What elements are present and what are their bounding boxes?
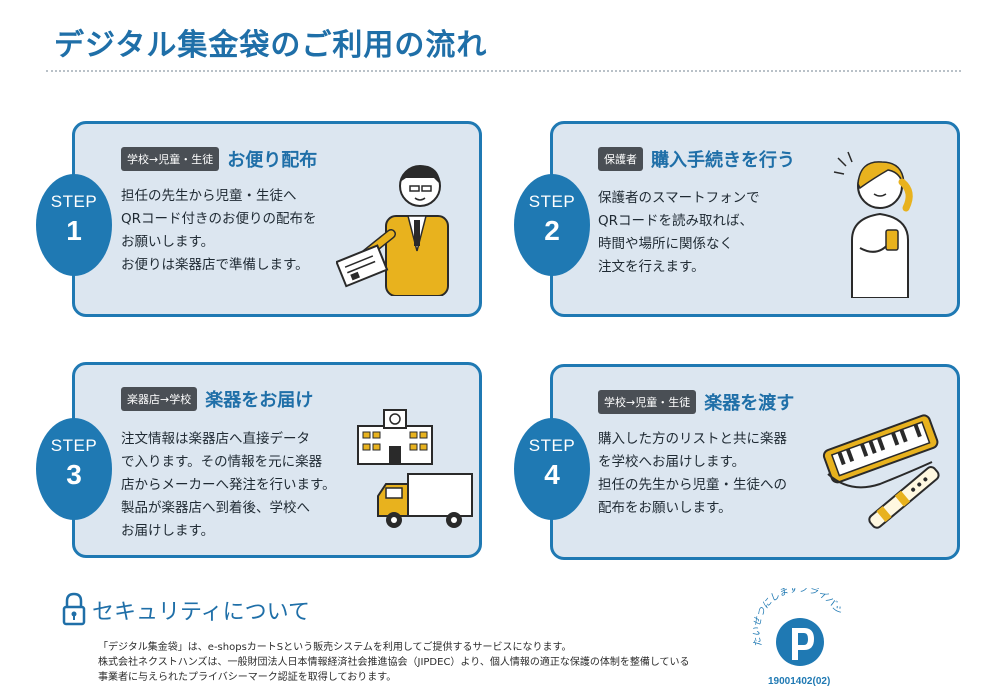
security-line: 「デジタル集金袋」は、e-shopsカートSという販売システムを利用してご提供す… [98, 642, 572, 653]
title-divider [46, 70, 961, 72]
step-4-text: 購入した方のリストと共に楽器 を学校へお届けします。 担任の先生から児童・生徒へ… [598, 428, 787, 520]
step-1-line: お便りは楽器店で準備します。 [121, 257, 309, 273]
lock-icon [62, 592, 86, 626]
step-1-tag: 学校→児童・生徒 [121, 147, 220, 171]
step-2-text: 保護者のスマートフォンで QRコードを読み取れば、 時間や場所に関係なく 注文を… [598, 187, 760, 279]
step-label: STEP [528, 192, 576, 211]
security-title: セキュリティについて [92, 600, 311, 625]
security-line: 株式会社ネクストハンズは、一般財団法人日本情報経済社会推進協会（JIPDEC）よ… [98, 657, 690, 668]
school-building-illustration [357, 409, 433, 465]
teacher-illustration [336, 165, 449, 296]
step-2-line: QRコードを読み取れば、 [598, 213, 754, 229]
step-4-header: 学校→児童・生徒 楽器を渡す [598, 389, 794, 415]
step-2-tag: 保護者 [598, 147, 643, 171]
step-4-line: を学校へお届けします。 [598, 454, 746, 470]
privacy-mark-number: 19001402(02) [768, 676, 831, 687]
step-3-tag: 楽器店→学校 [121, 387, 198, 411]
step-2-badge: STEP 2 [514, 174, 590, 276]
step-2-line: 時間や場所に関係なく [598, 236, 733, 252]
step-4-badge: STEP 4 [514, 418, 590, 520]
step-2-line: 注文を行えます。 [598, 259, 705, 275]
step-1-heading: お便り配布 [227, 150, 318, 171]
step-1-line: QRコード付きのお便りの配布を [121, 211, 317, 227]
security-line: 事業者に与えられたプライバシーマーク認証を取得しております。 [98, 672, 397, 683]
step-3-heading: 楽器をお届け [205, 390, 314, 411]
melodica-recorder-illustration [822, 414, 940, 529]
step-4-line: 担任の先生から児童・生徒への [598, 477, 787, 493]
step-label: STEP [50, 192, 98, 211]
security-text: 「デジタル集金袋」は、e-shopsカートSという販売システムを利用してご提供す… [98, 640, 690, 685]
step-3-line: 店からメーカーへ発注を行います。 [121, 477, 336, 493]
step-1-header: 学校→児童・生徒 お便り配布 [121, 146, 317, 172]
step-3-badge: STEP 3 [36, 418, 112, 520]
step-4-line: 購入した方のリストと共に楽器 [598, 431, 787, 447]
step-4-tag: 学校→児童・生徒 [598, 390, 697, 414]
step-3-line: お届けします。 [121, 523, 215, 539]
step-number: 2 [544, 215, 560, 246]
step-4-line: 配布をお願いします。 [598, 500, 732, 516]
step-3-line: 製品が楽器店へ到着後、学校へ [121, 500, 310, 516]
step-3-line: で入ります。その情報を元に楽器 [121, 454, 323, 470]
delivery-truck-illustration [377, 473, 473, 528]
step-label: STEP [50, 436, 98, 455]
step-3-line: 注文情報は楽器店へ直接データ [121, 431, 310, 447]
step-3-header: 楽器店→学校 楽器をお届け [121, 386, 313, 412]
step-number: 4 [544, 459, 560, 490]
step-1-line: お願いします。 [121, 234, 215, 250]
step-3-text: 注文情報は楽器店へ直接データ で入ります。その情報を元に楽器 店からメーカーへ発… [121, 428, 336, 543]
parent-phone-illustration [833, 151, 913, 298]
step-1-line: 担任の先生から児童・生徒へ [121, 188, 297, 204]
step-label: STEP [528, 436, 576, 455]
step-1-text: 担任の先生から児童・生徒へ QRコード付きのお便りの配布を お願いします。 お便… [121, 185, 317, 277]
step-2-line: 保護者のスマートフォンで [598, 190, 760, 206]
step-4-heading: 楽器を渡す [704, 393, 795, 414]
privacy-mark-logo: たいせつにしますプライバシー [752, 588, 844, 666]
step-2-header: 保護者 購入手続きを行う [598, 146, 795, 172]
step-number: 3 [66, 459, 82, 490]
page-title: デジタル集金袋のご利用の流れ [54, 28, 488, 63]
step-2-heading: 購入手続きを行う [651, 150, 795, 171]
step-number: 1 [66, 215, 82, 246]
step-1-badge: STEP 1 [36, 174, 112, 276]
